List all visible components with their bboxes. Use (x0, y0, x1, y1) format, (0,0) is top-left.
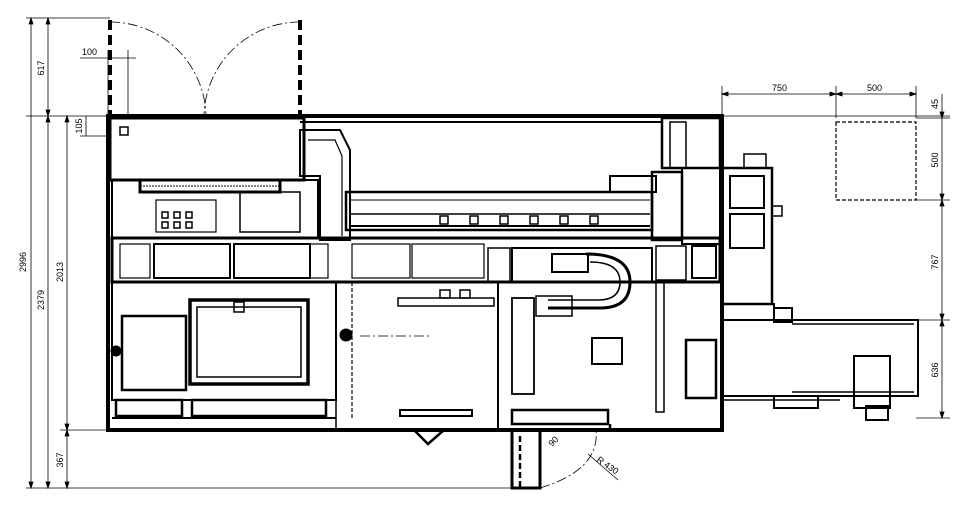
radius-leader (587, 453, 619, 481)
right-dimension-lines (720, 86, 950, 420)
dim-top-width-right: 500 (867, 83, 882, 93)
dim-door-gap: 100 (82, 47, 97, 57)
dim-right-box: 500 (930, 152, 940, 167)
dim-right-bottom: 636 (930, 362, 940, 377)
dim-right-offset-top: 45 (930, 99, 940, 109)
door-swing-arcs (108, 20, 302, 117)
bottom-door-swing (413, 424, 612, 490)
dim-door-swing: 617 (36, 60, 46, 75)
dim-right-mid: 767 (930, 254, 940, 269)
dim-top-width-left: 750 (772, 83, 787, 93)
dim-bottom-offset: 367 (55, 452, 65, 467)
dim-swing-angle: 90 (546, 434, 560, 448)
right-side-unit (720, 121, 919, 421)
machine-body (106, 114, 724, 432)
dim-main-height: 2379 (36, 290, 46, 310)
dim-offset-105: 105 (74, 118, 84, 133)
dim-cabinet-height: 2013 (55, 262, 65, 282)
dim-swing-radius: R 430 (595, 454, 620, 476)
dim-overall-height: 2996 (18, 252, 28, 272)
left-dimension-lines (26, 16, 520, 490)
